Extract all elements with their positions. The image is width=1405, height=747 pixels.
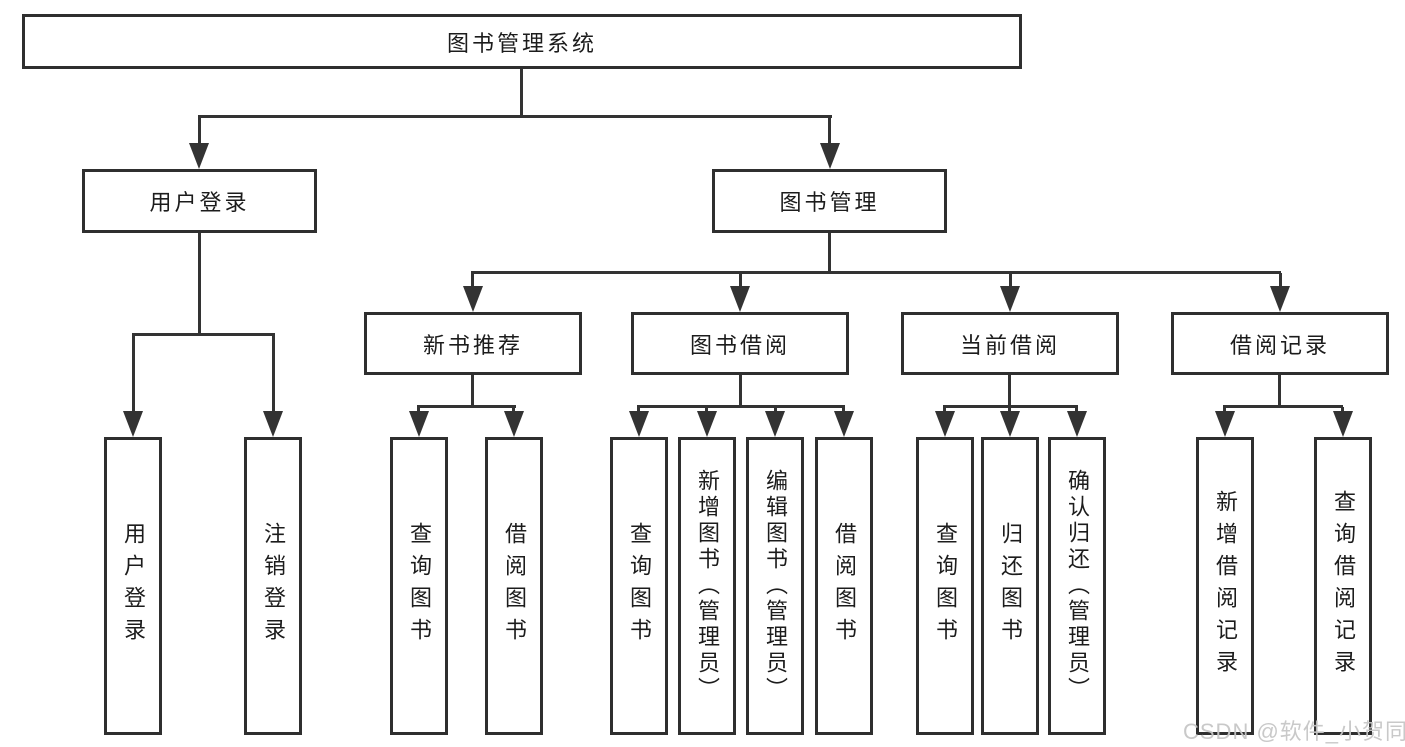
arrow-down-icon [697,411,717,437]
connector-line [739,273,742,288]
arrow-down-icon [629,411,649,437]
connector-line [471,271,1281,274]
connector-line [739,375,742,407]
connector-line [132,335,135,413]
arrow-down-icon [409,411,429,437]
arrow-down-icon [263,411,283,437]
connector-line [132,333,275,336]
leaf-bb-add-books-admin: 新增图书（管理员） [678,437,736,735]
leaf-bb-query-books: 查询图书 [610,437,668,735]
leaf-br-add-record: 新增借阅记录 [1196,437,1254,735]
node-user-login: 用户登录 [82,169,317,233]
arrow-down-icon [935,411,955,437]
watermark: CSDN @软件_小贺同学 [1183,719,1405,744]
leaf-bb-borrow-books: 借阅图书 [815,437,873,735]
leaf-nb-borrow-books: 借阅图书 [485,437,543,735]
connector-line [198,115,832,118]
node-book-borrow: 图书借阅 [631,312,849,375]
arrow-down-icon [820,143,840,169]
leaf-bb-edit-books-admin: 编辑图书（管理员） [746,437,804,735]
connector-line [417,405,516,408]
connector-line [471,273,474,288]
connector-line [943,405,1078,408]
connector-line [637,405,845,408]
node-root: 图书管理系统 [22,14,1022,69]
connector-line [1223,405,1343,408]
leaf-user-login: 用户登录 [104,437,162,735]
connector-line [828,233,831,273]
connector-line [471,375,474,407]
arrow-down-icon [730,286,750,312]
leaf-nb-query-books: 查询图书 [390,437,448,735]
connector-line [198,233,201,335]
connector-line [198,117,201,145]
connector-line [520,69,523,117]
arrow-down-icon [504,411,524,437]
arrow-down-icon [834,411,854,437]
node-borrow-records: 借阅记录 [1171,312,1389,375]
arrow-down-icon [463,286,483,312]
arrow-down-icon [1333,411,1353,437]
node-new-book-recommend: 新书推荐 [364,312,582,375]
arrow-down-icon [1270,286,1290,312]
connector-line [1009,273,1012,288]
arrow-down-icon [1000,286,1020,312]
arrow-down-icon [765,411,785,437]
connector-line [828,117,831,145]
node-current-borrow: 当前借阅 [901,312,1119,375]
leaf-cb-query-books: 查询图书 [916,437,974,735]
connector-line [1278,375,1281,407]
leaf-cb-return-books: 归还图书 [981,437,1039,735]
connector-line [272,335,275,413]
leaf-br-query-record: 查询借阅记录 [1314,437,1372,735]
connector-line [1279,273,1282,288]
node-book-management: 图书管理 [712,169,947,233]
arrow-down-icon [1000,411,1020,437]
connector-line [1008,375,1011,407]
arrow-down-icon [189,143,209,169]
arrow-down-icon [123,411,143,437]
leaf-cb-confirm-return-admin: 确认归还（管理员） [1048,437,1106,735]
arrow-down-icon [1067,411,1087,437]
leaf-logout: 注销登录 [244,437,302,735]
arrow-down-icon [1215,411,1235,437]
